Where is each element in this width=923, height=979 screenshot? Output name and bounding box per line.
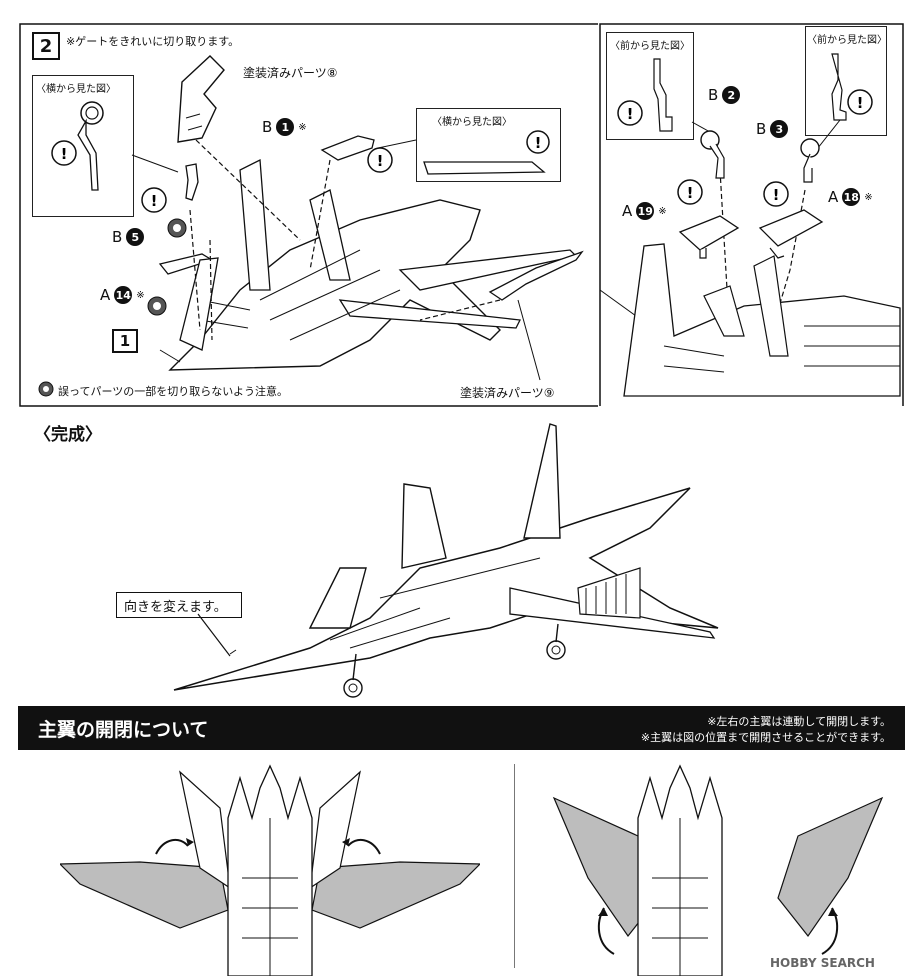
part-b5-drawing [185, 163, 199, 201]
caution-icon-a14 [147, 296, 167, 316]
callout-text: 向きを変えます。 [124, 600, 227, 615]
caution-legend-text: 誤ってパーツの一部を切り取らないよう注意。 [58, 385, 289, 398]
warning-icon-b3: ! [763, 181, 789, 207]
warning-icon-b5: ! [141, 187, 167, 213]
svg-text:!: ! [687, 184, 694, 202]
callout-pointer [197, 613, 231, 657]
part-a18-drawing [758, 209, 824, 259]
step2-right-aircraft-drawing [623, 243, 901, 397]
front-view-label-1: 〈前から見た図〉 [610, 41, 690, 52]
front-view-part-1: ! [617, 58, 673, 132]
part-b1-drawing [320, 135, 375, 161]
side-view-center-drawing: ! [423, 130, 550, 175]
wings-folded-drawing [552, 764, 884, 976]
painted-part-9-label: 塗装済みパーツ⑨ [460, 386, 555, 400]
completed-aircraft-drawing [173, 423, 719, 698]
wing-section-banner: 主翼の開閉について ※左右の主翼は連動して開閉します。 ※主翼は図の位置まで開閉… [18, 706, 905, 750]
caution-legend-icon [38, 381, 54, 397]
side-view-label-left: 〈横から見た図〉 [36, 84, 116, 95]
painted-part-9-drawing [488, 250, 584, 301]
svg-text:!: ! [857, 94, 864, 112]
wing-section-heading: 主翼の開閉について [38, 719, 209, 741]
svg-text:!: ! [773, 186, 780, 204]
step-number: 2 [32, 32, 60, 60]
wing-note-2: ※主翼は図の位置まで開閉させることができます。 [640, 731, 891, 744]
svg-text:!: ! [61, 145, 68, 163]
part-b3-drawing [800, 138, 820, 183]
front-view-label-2: 〈前から見た図〉 [807, 35, 887, 46]
warning-icon-b2: ! [677, 179, 703, 205]
painted-part-8-label: 塗装済みパーツ⑧ [243, 66, 338, 80]
side-view-part-drawing: ! [51, 101, 104, 191]
left-region-border [19, 23, 598, 407]
caution-icon-b5 [167, 218, 187, 238]
front-view-inset-1 [606, 32, 694, 140]
part-b2-drawing [700, 130, 725, 179]
side-view-inset-left [32, 75, 134, 217]
watermark: HOBBY SEARCH [770, 956, 875, 970]
side-view-label-center: 〈横から見た図〉 [432, 117, 512, 128]
complete-heading: 〈完成〉 [34, 425, 102, 445]
right-region-border [599, 23, 904, 406]
svg-text:!: ! [377, 152, 384, 170]
step-instruction: ※ゲートをきれいに切り取ります。 [66, 35, 240, 48]
front-view-part-2: ! [831, 53, 873, 121]
wing-divider [514, 764, 515, 968]
step2-aircraft-drawing [168, 158, 578, 371]
svg-text:!: ! [151, 192, 158, 210]
svg-text:!: ! [627, 105, 634, 123]
wings-open-drawing [60, 764, 480, 976]
callout-box [116, 592, 242, 618]
part-a19-drawing [678, 215, 740, 259]
svg-text:!: ! [535, 134, 542, 152]
painted-part-8-drawing [177, 55, 225, 143]
base-ref-box: 1 [112, 329, 138, 353]
wing-note-1: ※左右の主翼は連動して開閉します。 [707, 715, 891, 728]
